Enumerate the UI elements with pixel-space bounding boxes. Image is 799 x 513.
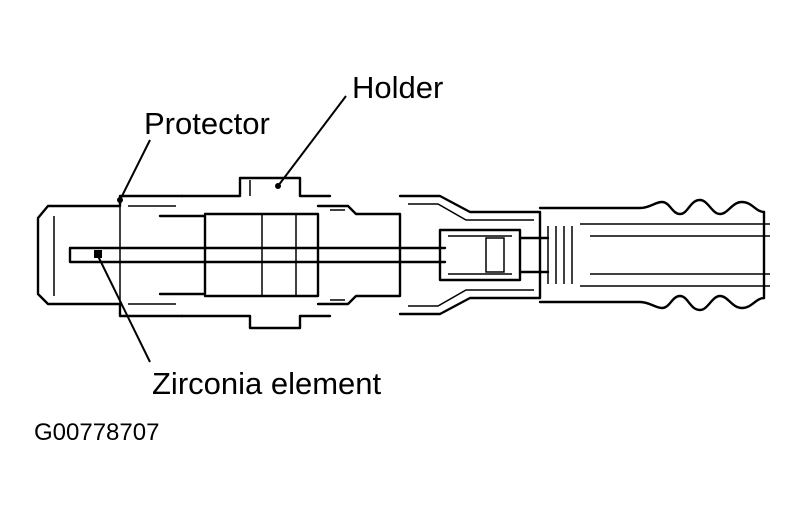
protector-leader-dot — [117, 197, 123, 203]
protector-leader-line — [119, 139, 151, 201]
zirconia-element-label: Zirconia element — [152, 366, 382, 401]
holder-leader-line — [277, 95, 347, 187]
sensor-shell — [398, 194, 573, 316]
holder-leader-dot — [275, 183, 281, 189]
holder-shape — [158, 176, 402, 330]
sensor-cable — [538, 198, 770, 312]
zirconia-leader-line — [97, 255, 151, 363]
holder-label: Holder — [352, 70, 443, 105]
protector-shape — [36, 194, 184, 318]
figure-id: G00778707 — [34, 419, 159, 446]
zirconia-element-shape — [68, 246, 447, 264]
protector-label: Protector — [144, 106, 270, 141]
